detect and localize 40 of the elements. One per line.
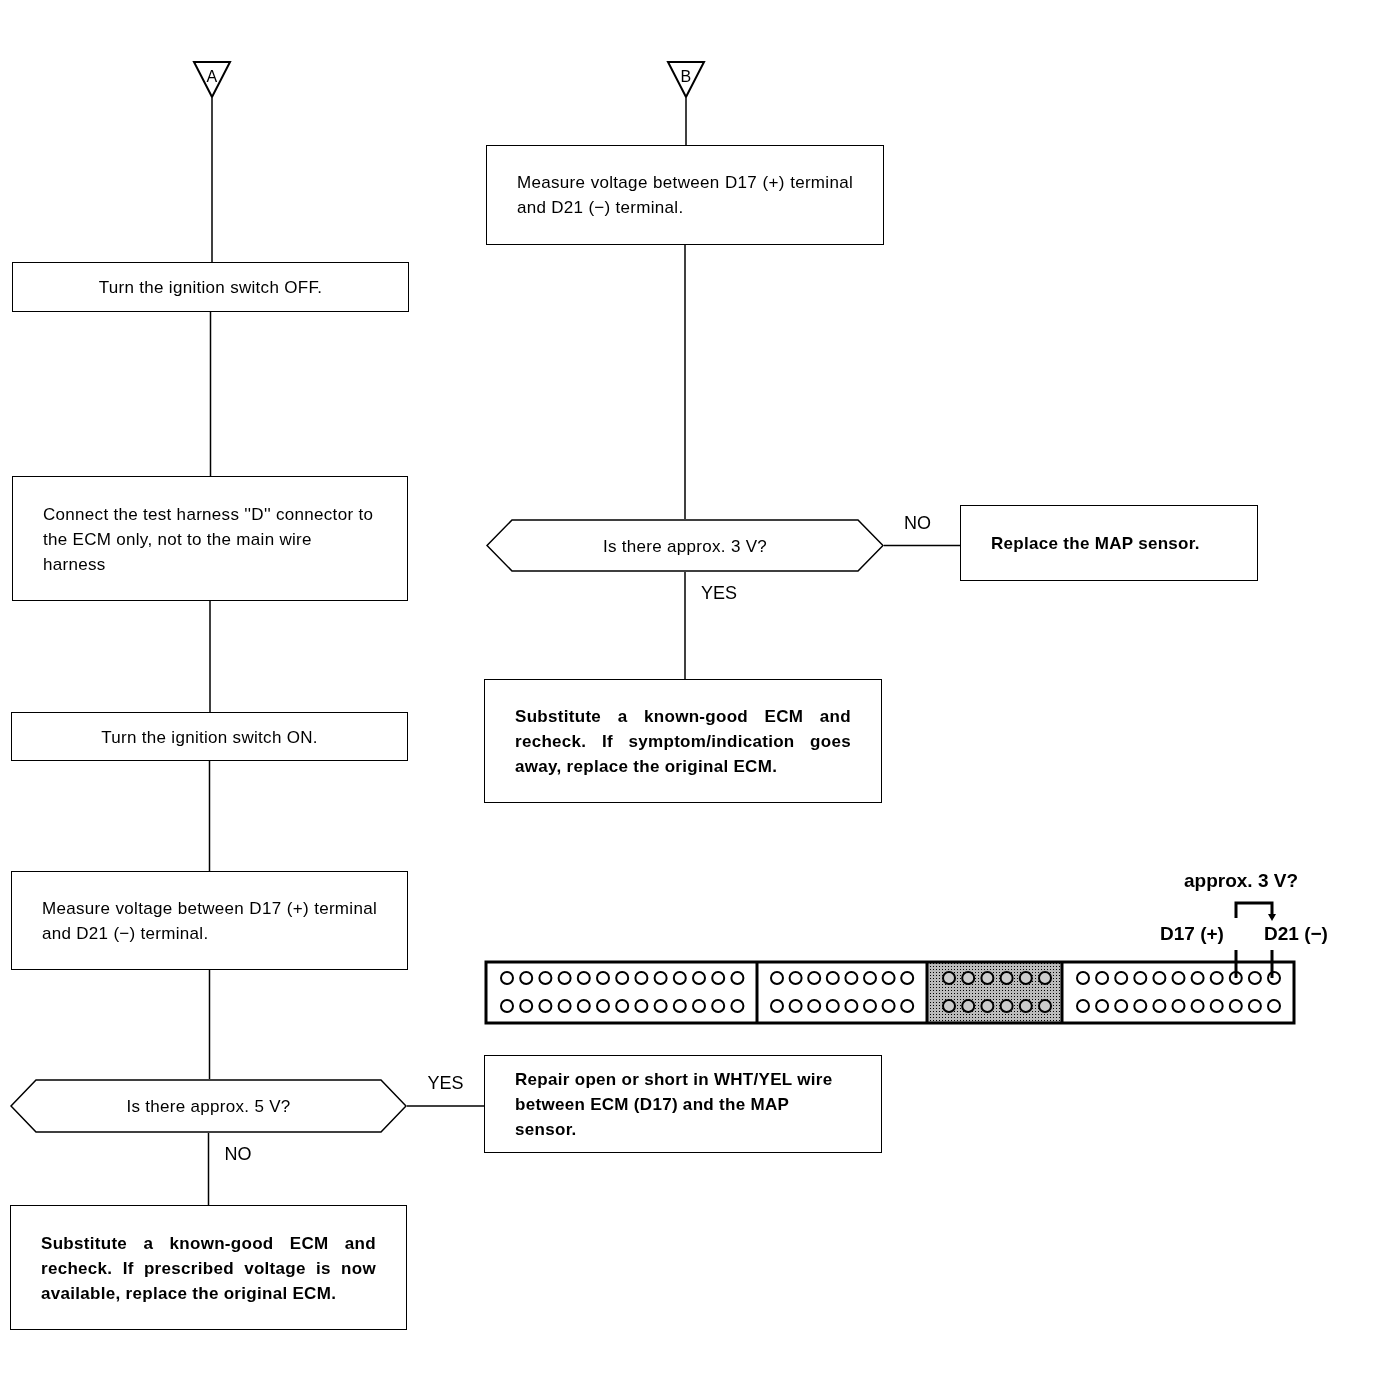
process-box bbox=[12, 262, 409, 312]
node-text: Substitute a known-good ECM and recheck. If prescribed voltage is now available, replace the original ECM. bbox=[40, 1232, 377, 1304]
decision-hexagon bbox=[10, 1079, 407, 1133]
node-text: Measure voltage between D17 (+) terminal and D21 (−) terminal. bbox=[516, 172, 854, 219]
terminal-label: D21 (−) bbox=[1264, 923, 1328, 945]
node-text: Connect the test harness ''D'' connector to the ECM only, not to the main wire harness bbox=[42, 503, 375, 575]
connector-line bbox=[684, 571, 686, 680]
node-text: Is there approx. 3 V? bbox=[601, 535, 769, 557]
node-text: Substitute a known-good ECM and recheck. If symptom/indication goes away, replace the original ECM. bbox=[514, 705, 852, 778]
connector-line bbox=[209, 311, 212, 477]
node-text: B bbox=[679, 67, 693, 87]
node-text: Measure voltage between D17 (+) terminal and D21 (−) terminal. bbox=[41, 897, 378, 945]
connector-line bbox=[685, 97, 687, 146]
connector-line bbox=[406, 1105, 485, 1107]
connector-line bbox=[208, 969, 211, 1080]
decision-hexagon bbox=[486, 519, 884, 572]
node-text: Turn the ignition switch OFF. bbox=[97, 276, 324, 299]
node-text: Repair open or short in WHT/YEL wire between ECM (D17) and the MAP sensor. bbox=[514, 1068, 834, 1141]
measurement-label: approx. 3 V? bbox=[1184, 870, 1299, 892]
terminal-label: D17 (+) bbox=[1160, 923, 1224, 945]
connector-line bbox=[207, 1132, 210, 1206]
process-box bbox=[486, 145, 884, 245]
process-box bbox=[484, 679, 882, 803]
off-page-connector-triangle bbox=[192, 60, 232, 98]
process-box bbox=[11, 871, 408, 970]
connector-line bbox=[209, 600, 211, 713]
node-text: Replace the MAP sensor. bbox=[990, 532, 1201, 555]
node-text: Turn the ignition switch ON. bbox=[100, 726, 319, 748]
off-page-connector-triangle bbox=[666, 60, 706, 98]
process-box bbox=[11, 712, 408, 761]
connector-line bbox=[208, 760, 211, 872]
connector-line bbox=[211, 97, 213, 263]
process-box bbox=[12, 476, 408, 601]
node-text: A bbox=[205, 67, 219, 87]
process-box bbox=[484, 1055, 882, 1153]
node-text: Is there approx. 5 V? bbox=[125, 1095, 292, 1118]
connector-line bbox=[883, 544, 961, 547]
process-box bbox=[960, 505, 1258, 581]
process-box bbox=[10, 1205, 407, 1330]
connector-line bbox=[684, 244, 686, 520]
